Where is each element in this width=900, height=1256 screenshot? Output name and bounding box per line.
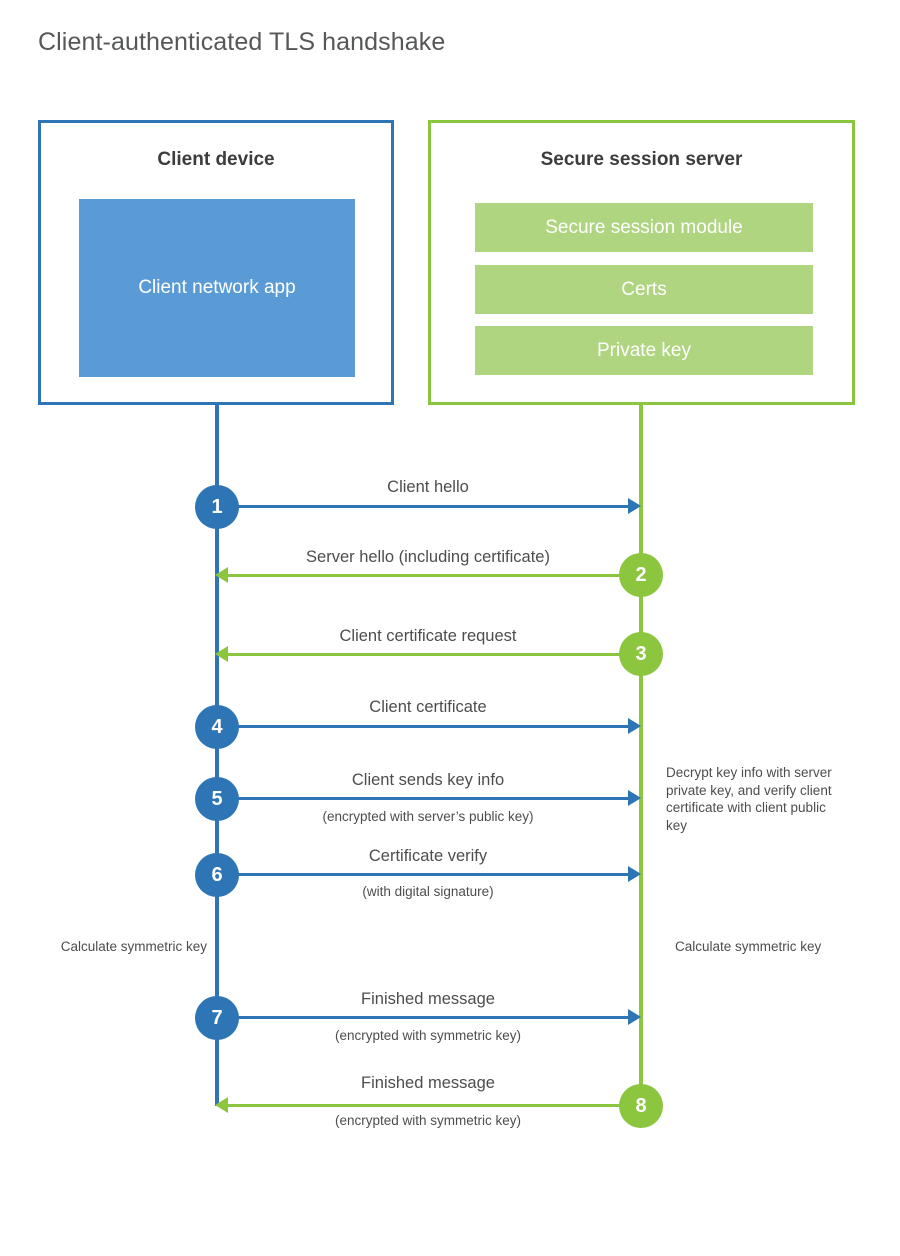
message-3-label: Client certificate request [339,627,517,645]
step-circle-1[interactable]: 1 [195,485,239,529]
secure-session-server-box: Secure session server Secure session mod… [428,120,855,405]
message-7-arrow-head [628,1009,641,1025]
message-8-arrow-head [215,1097,228,1113]
message-8-label: Finished message [361,1074,495,1092]
message-1-arrow-line [218,505,630,508]
message-3-arrow-head [215,646,228,662]
server-component-secure-session-module: Secure session module [475,203,813,252]
message-6-arrow-head [628,866,641,882]
message-6-sublabel: (with digital signature) [362,884,494,899]
message-4-arrow-head [628,718,641,734]
server-calculate-symmetric-key-note: Calculate symmetric key [675,939,822,954]
message-5-sublabel: (encrypted with server’s public key) [322,809,534,824]
client-lifeline [215,404,219,1106]
page-title: Client-authenticated TLS handshake [38,28,446,56]
message-7-label: Finished message [361,990,495,1008]
client-device-box: Client device Client network app [38,120,394,405]
message-2-arrow-head [215,567,228,583]
message-8-arrow-line [228,1104,630,1107]
message-4-label: Client certificate [369,698,487,716]
message-7-arrow-line [218,1016,630,1019]
message-1-label: Client hello [387,478,469,496]
secure-session-server-title: Secure session server [540,149,743,170]
server-lifeline [639,404,643,1106]
client-calculate-symmetric-key-note: Calculate symmetric key [60,939,207,954]
server-component-certs: Certs [475,265,813,314]
step-circle-8[interactable]: 8 [619,1084,663,1128]
message-7-sublabel: (encrypted with symmetric key) [334,1028,522,1043]
message-1-arrow-head [628,498,641,514]
step-circle-2[interactable]: 2 [619,553,663,597]
message-3-arrow-line [228,653,630,656]
message-8-sublabel: (encrypted with symmetric key) [334,1113,522,1128]
message-5-arrow-line [218,797,630,800]
message-2-arrow-line [228,574,630,577]
client-device-title: Client device [157,149,275,170]
step-circle-5[interactable]: 5 [195,777,239,821]
server-decrypt-note: Decrypt key info with server private key… [666,765,832,833]
message-6-label: Certificate verify [368,847,488,865]
message-5-label: Client sends key info [351,771,505,789]
message-5-arrow-head [628,790,641,806]
message-4-arrow-line [218,725,630,728]
message-6-arrow-line [218,873,630,876]
message-2-label: Server hello (including certificate) [306,548,550,566]
step-circle-3[interactable]: 3 [619,632,663,676]
step-circle-6[interactable]: 6 [195,853,239,897]
step-circle-4[interactable]: 4 [195,705,239,749]
server-component-private-key: Private key [475,326,813,375]
client-network-app-block: Client network app [79,199,355,377]
step-circle-7[interactable]: 7 [195,996,239,1040]
